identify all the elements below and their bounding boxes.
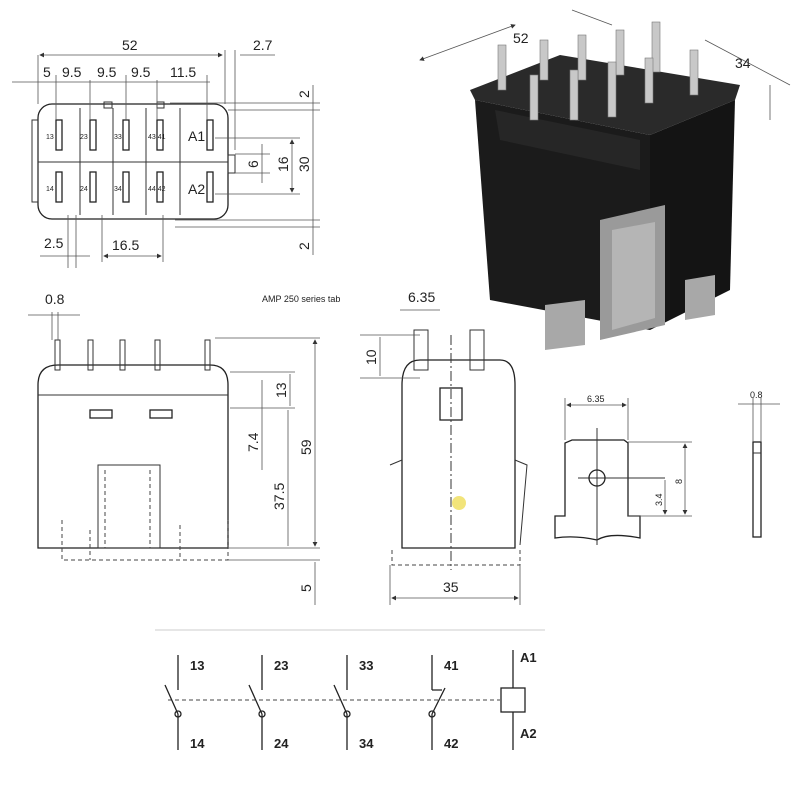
top-view: 13 23 33 43 41 A1 14 24 34 44 42 A2 52 2…	[12, 37, 320, 268]
relay-terminals	[497, 21, 699, 121]
tab-dim-thickness-0-8: 0.8	[750, 390, 763, 400]
contact-41-42: 41 42	[428, 655, 458, 751]
contact-label-41: 41	[444, 658, 458, 673]
terminal-a2: A2	[188, 181, 205, 197]
front-view: AMP 250 series tab 6.35 10 35	[262, 289, 528, 605]
terminal-13: 13	[46, 134, 54, 141]
dim-left-gap-2-5: 2.5	[44, 235, 64, 251]
dim-pitch-9-5-b: 9.5	[97, 64, 117, 80]
photo-dim-depth-34: 34	[735, 55, 751, 71]
terminal-slots	[55, 119, 214, 203]
dim-pitch-11-5: 11.5	[170, 64, 196, 80]
dim-width-52: 52	[122, 37, 138, 53]
dim-7-4: 7.4	[245, 432, 261, 452]
dim-pitch-5: 5	[43, 64, 51, 80]
coil: A1 A2	[500, 650, 537, 750]
coil-label-a1: A1	[520, 650, 537, 665]
photo-dim-width-52: 52	[513, 30, 529, 46]
terminal-24: 24	[80, 186, 88, 193]
coil-label-a2: A2	[520, 726, 537, 741]
contact-label-34: 34	[359, 736, 374, 751]
contact-33-34: 33 34	[333, 655, 374, 751]
terminal-34: 34	[114, 186, 122, 193]
terminal-14: 14	[46, 186, 54, 193]
contact-13-14: 13 14	[164, 655, 205, 751]
dim-tab-height-10: 10	[363, 349, 379, 365]
dim-5: 5	[298, 584, 314, 592]
contact-label-42: 42	[444, 736, 458, 751]
dim-center-16-5: 16.5	[112, 237, 139, 253]
highlight-dot	[452, 496, 466, 510]
dim-coil-span-16: 16	[275, 156, 291, 172]
contact-label-14: 14	[190, 736, 205, 751]
contact-label-13: 13	[190, 658, 204, 673]
dim-pitch-9-5-c: 9.5	[131, 64, 151, 80]
dim-37-5: 37.5	[271, 483, 287, 510]
dim-top-gap-2: 2	[296, 90, 312, 98]
relay-photo: 52 34	[419, 9, 791, 350]
dim-height-30: 30	[296, 156, 312, 172]
contact-23-24: 23 24	[248, 655, 289, 751]
dim-width-35: 35	[443, 579, 459, 595]
dim-tab-thickness-0-8: 0.8	[45, 291, 65, 307]
terminal-a1: A1	[188, 128, 205, 144]
tab-note: AMP 250 series tab	[262, 294, 340, 304]
schematic: 13 14 23 24 33 34 41 42 A1 A2	[155, 629, 545, 751]
dim-bottom-gap-2: 2	[296, 242, 312, 250]
terminal-23: 23	[80, 134, 88, 141]
dim-13: 13	[273, 382, 289, 398]
terminal-44-42: 44 42	[148, 186, 166, 193]
contact-label-33: 33	[359, 658, 373, 673]
side-terminals	[54, 339, 211, 371]
dim-offset-2-7: 2.7	[253, 37, 273, 53]
side-view: 0.8 13 7.4 37.5 59 5	[28, 291, 320, 605]
terminal-33: 33	[114, 134, 122, 141]
tab-detail: 6.35 8 3.4 0.8	[554, 390, 780, 545]
tab-dim-hole-3-4: 3.4	[654, 493, 664, 506]
tab-dim-height-8: 8	[674, 479, 684, 484]
tab-dim-width-6-35: 6.35	[587, 394, 605, 404]
dim-tab-6: 6	[245, 160, 261, 168]
contact-label-24: 24	[274, 736, 289, 751]
dim-59: 59	[298, 439, 314, 455]
terminal-43-41: 43 41	[148, 134, 166, 141]
contact-label-23: 23	[274, 658, 288, 673]
dim-pitch-9-5-a: 9.5	[62, 64, 82, 80]
dim-tab-width-6-35: 6.35	[408, 289, 435, 305]
